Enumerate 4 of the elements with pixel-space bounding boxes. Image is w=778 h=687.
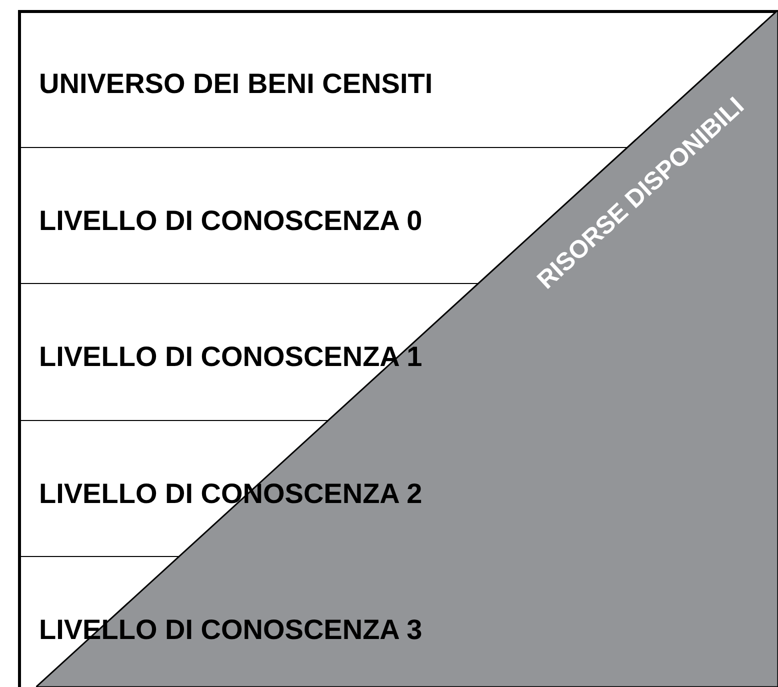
band-label: UNIVERSO DEI BENI CENSITI: [39, 70, 433, 98]
band-label: LIVELLO DI CONOSCENZA 0: [39, 206, 422, 234]
band-label: LIVELLO DI CONOSCENZA 1: [39, 343, 422, 371]
band-label: LIVELLO DI CONOSCENZA 3: [39, 616, 422, 644]
